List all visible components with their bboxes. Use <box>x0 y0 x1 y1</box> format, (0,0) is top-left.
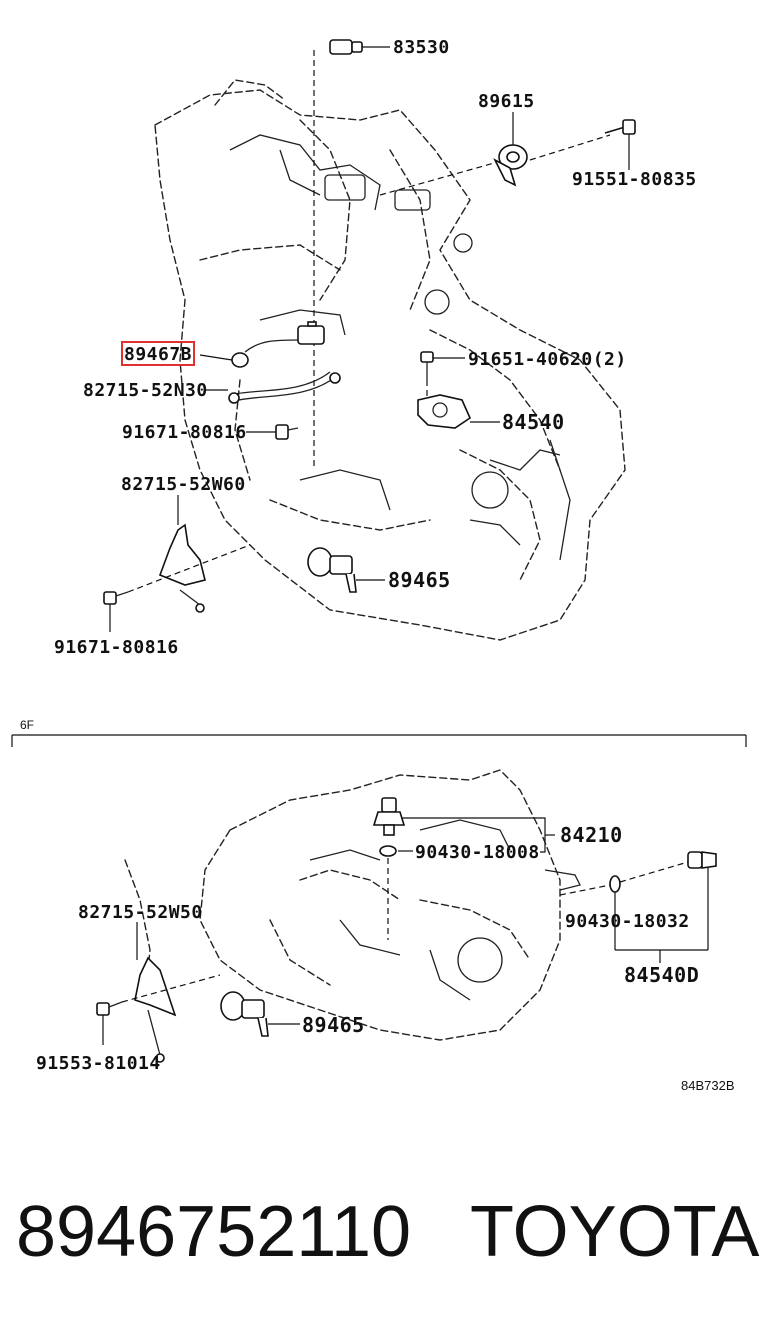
sensor-84210[interactable] <box>372 797 406 836</box>
label-82715-52n30: 82715-52N30 <box>83 380 208 401</box>
clamp-82715-52n30[interactable] <box>205 371 341 404</box>
reference-line-89615 <box>379 159 506 196</box>
label-82715-52w50: 82715-52W50 <box>78 902 203 923</box>
oxygen-sensor-89467b[interactable] <box>231 321 325 368</box>
label-89465-b: 89465 <box>302 1013 365 1037</box>
section-separator: 6F <box>11 718 747 747</box>
label-90430-18008: 90430-18008 <box>415 842 540 863</box>
label-91671-80816-b: 91671-80816 <box>54 637 179 658</box>
label-89467b[interactable]: 89467B <box>124 344 192 365</box>
label-90430-18032: 90430-18032 <box>565 911 690 932</box>
transaxle-detail-bottom <box>309 819 581 1001</box>
bracket-84210 <box>398 817 555 853</box>
label-89465-a: 89465 <box>388 568 451 592</box>
reference-line-90430-18032 <box>559 884 611 896</box>
leader-89467b <box>199 354 233 361</box>
bolt-91551-80835[interactable] <box>604 119 636 170</box>
label-89615: 89615 <box>478 91 535 112</box>
label-83530: 83530 <box>393 37 450 58</box>
sensor-83530[interactable] <box>329 39 390 55</box>
label-91553-81014: 91553-81014 <box>36 1053 161 1074</box>
bolt-91671-80816-lower[interactable] <box>103 544 251 632</box>
label-84210: 84210 <box>560 823 623 847</box>
highlight-box-89467b <box>121 341 195 366</box>
transaxle-outline-bottom <box>124 769 561 1041</box>
bolt-91671-80816-upper[interactable] <box>275 424 299 440</box>
bolt-91651-40620[interactable] <box>420 351 465 398</box>
label-91651-40620: 91651-40620(2) <box>468 349 627 370</box>
footer-part-number: 8946752110 <box>16 1192 411 1272</box>
switch-84540d[interactable] <box>687 851 717 869</box>
washer-90430-18008[interactable] <box>379 845 397 857</box>
drawing-reference: 84B732B <box>681 1078 735 1093</box>
switch-84540[interactable] <box>417 394 500 429</box>
engine-detail-top <box>229 134 571 561</box>
reference-line-91551 <box>529 134 611 161</box>
washer-90430-18032[interactable] <box>609 875 621 893</box>
label-82715-52w60: 82715-52W60 <box>121 474 246 495</box>
label-91551-80835: 91551-80835 <box>572 169 697 190</box>
label-84540: 84540 <box>502 410 565 434</box>
bracket-82715-52w50[interactable] <box>134 922 177 1063</box>
speed-sensor-89465-bottom[interactable] <box>220 991 300 1037</box>
pulley-89615[interactable] <box>493 112 528 187</box>
footer-brand: TOYOTA <box>470 1192 759 1272</box>
bracket-84540d <box>614 868 709 963</box>
bolt-91553-81014[interactable] <box>96 974 221 1045</box>
label-91671-80816-a: 91671-80816 <box>122 422 247 443</box>
reference-line-84540d <box>619 861 689 883</box>
label-84540d: 84540D <box>624 963 699 987</box>
speed-sensor-89465-top[interactable] <box>307 547 385 593</box>
bracket-82715-52w60[interactable] <box>158 495 206 613</box>
separator-label-6f: 6F <box>20 718 34 732</box>
